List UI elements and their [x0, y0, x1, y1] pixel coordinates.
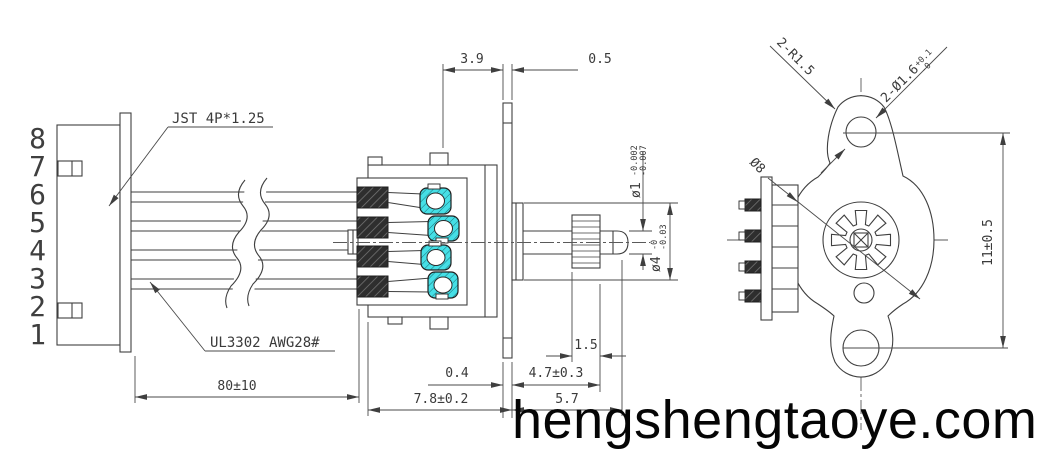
pin-number-7: 7: [29, 150, 46, 183]
cable-break-symbol: [225, 176, 270, 312]
hole-dia-label: 2-Ø1.6 +0.1 -0: [878, 48, 934, 106]
pin-number-8: 8: [29, 122, 46, 155]
terminal-2: [427, 215, 460, 244]
shaft-dia-lower-tol: -0.007: [639, 145, 649, 176]
front-view: 2-R1.5 2-Ø1.6 +0.1 -0 Ø8 11±0.5: [727, 35, 1010, 430]
ear-radius-label: 2-R1.5: [773, 35, 817, 79]
dim-gear-diameter: ø4 -0 -0.03: [649, 224, 669, 272]
pin-number-5: 5: [29, 206, 46, 239]
terminal-link-wires: [387, 192, 432, 293]
side-view-dimensions: 3.9 0.5 80±10 7.8±0.2 5.7 0.4 4.7±0.3 1.…: [134, 52, 678, 418]
terminal-4: [427, 271, 459, 300]
gear-dia-nominal: ø4: [649, 256, 664, 272]
pin-number-1: 1: [29, 318, 46, 351]
wire-bundle: [131, 176, 357, 312]
dim-body-width: 3.9: [460, 52, 483, 67]
connector-pins: [738, 198, 762, 303]
dim-flange-thickness: 0.5: [588, 52, 611, 67]
dim-cable-length: 80±10: [217, 379, 256, 394]
dim-shaft-diameter: ø1 -0.002 -0.007: [629, 145, 649, 198]
wire-label: UL3302 AWG28#: [210, 335, 320, 351]
connector-label: JST 4P*1.25: [172, 111, 265, 127]
hole-dia-nominal: 2-Ø1.6: [878, 62, 922, 106]
mounting-flange: [502, 102, 513, 359]
shaft-dia-upper-tol: -0.002: [630, 145, 640, 176]
mount-height-label: 11±0.5: [981, 219, 996, 266]
dim-gear-width: 1.5: [574, 338, 597, 353]
pin-number-4: 4: [29, 234, 46, 267]
terminal-1: [419, 183, 452, 215]
jst-connector: [56, 112, 132, 353]
pin-number-3: 3: [29, 262, 46, 295]
top-mounting-hole: [845, 116, 877, 148]
dim-gear-position: 4.7±0.3: [529, 366, 584, 381]
small-pilot-hole: [853, 282, 875, 304]
shaft-and-gear: [511, 202, 629, 281]
dim-gap: 0.4: [445, 366, 469, 381]
motor-terminals: [419, 183, 460, 300]
side-view: 8 7 6 5 4 3 2 1: [29, 52, 678, 418]
front-view-connector: [738, 176, 799, 321]
pin-number-2: 2: [29, 290, 46, 323]
shaft-dia-nominal: ø1: [629, 182, 644, 198]
dim-shaft-length: 5.7: [555, 392, 578, 407]
gear-dia-lower-tol: -0.03: [659, 224, 669, 250]
gear-dia-upper-tol: -0: [650, 240, 660, 250]
pin-number-column: 8 7 6 5 4 3 2 1: [29, 122, 46, 351]
output-gear: [822, 201, 900, 279]
dim-body-length: 7.8±0.2: [414, 392, 469, 407]
body-dia-label: Ø8: [746, 155, 768, 177]
watermark-text: hengshengtaoye.com: [512, 390, 1037, 450]
pin-number-6: 6: [29, 178, 46, 211]
motor-body-section: [333, 102, 650, 359]
connector-leader: JST 4P*1.25: [108, 111, 273, 207]
pinion-gear: [571, 214, 601, 269]
wire-leader: UL3302 AWG28#: [149, 281, 335, 352]
mount-height-dimension: 11±0.5: [843, 132, 1010, 349]
crimp-blocks: [356, 186, 389, 298]
terminal-3: [420, 240, 452, 271]
